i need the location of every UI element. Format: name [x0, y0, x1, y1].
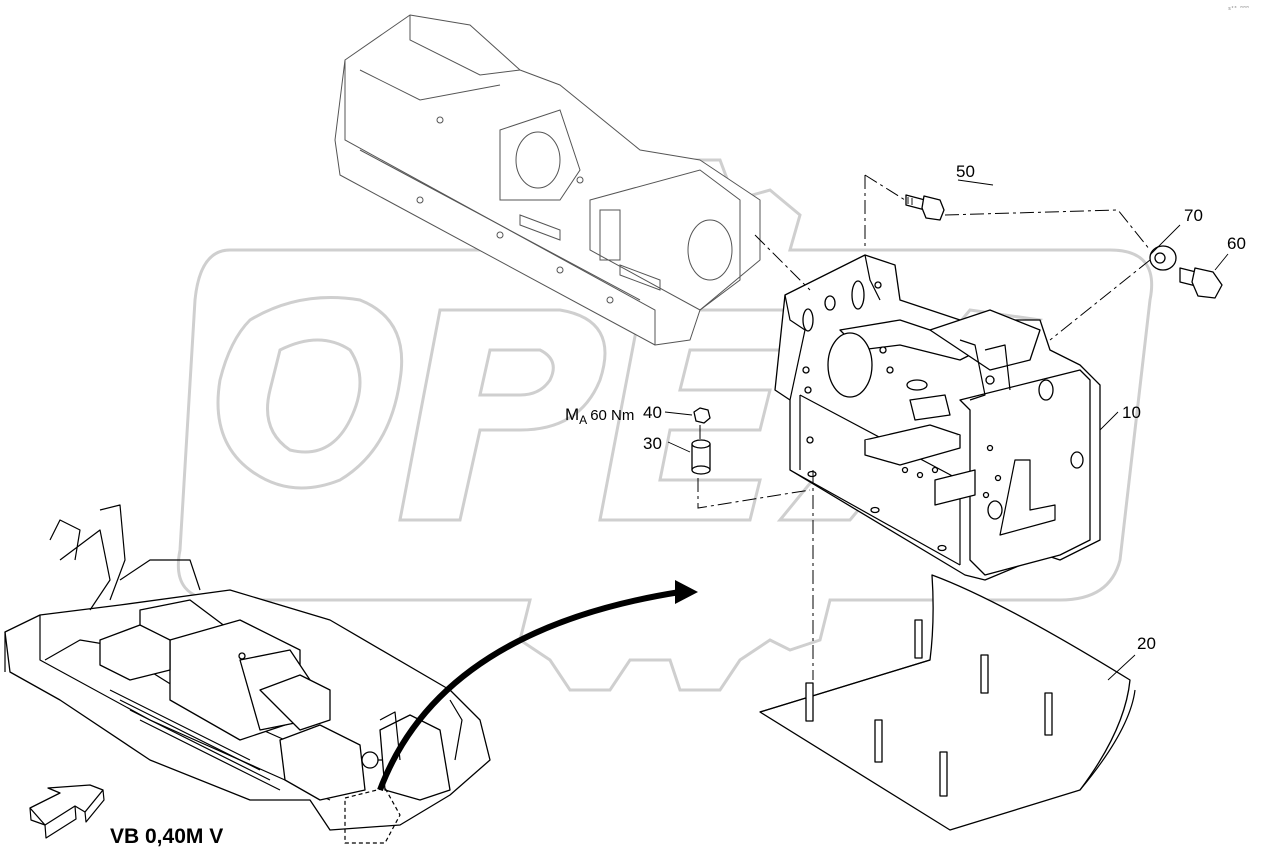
- torque-prefix: M: [565, 405, 579, 424]
- main-bracket-part-10: [774, 254, 1101, 581]
- stud-group: [805, 619, 1053, 797]
- washer-part-70: [1149, 245, 1177, 271]
- nut-part-40: [693, 407, 711, 424]
- callout-70: 70: [1184, 206, 1203, 225]
- callout-50: 50: [956, 162, 975, 181]
- callout-40: 40: [643, 403, 662, 422]
- bolt-part-50: [905, 194, 945, 221]
- torque-value: 60 Nm: [590, 407, 634, 424]
- callout-30: 30: [643, 434, 662, 453]
- spacer-part-30: [691, 439, 711, 475]
- base-plate-part-20: [759, 574, 1136, 831]
- assembly-lines: [697, 174, 1151, 680]
- callout-20: 20: [1137, 634, 1156, 653]
- view-direction-arrow-icon: [29, 784, 105, 839]
- ghost-frame-assembly: [334, 14, 761, 346]
- callout-10: 10: [1122, 403, 1141, 422]
- leader-arrow-icon: [377, 580, 698, 792]
- bolt-part-60: [1179, 267, 1223, 299]
- model-code: VB 0,40M V: [110, 825, 223, 848]
- machine-overview: [4, 504, 491, 844]
- corner-mark: s²⁰ ᴹᴹᴹ: [1228, 6, 1249, 12]
- torque-subscript: A: [579, 413, 587, 427]
- callout-60: 60: [1227, 234, 1246, 253]
